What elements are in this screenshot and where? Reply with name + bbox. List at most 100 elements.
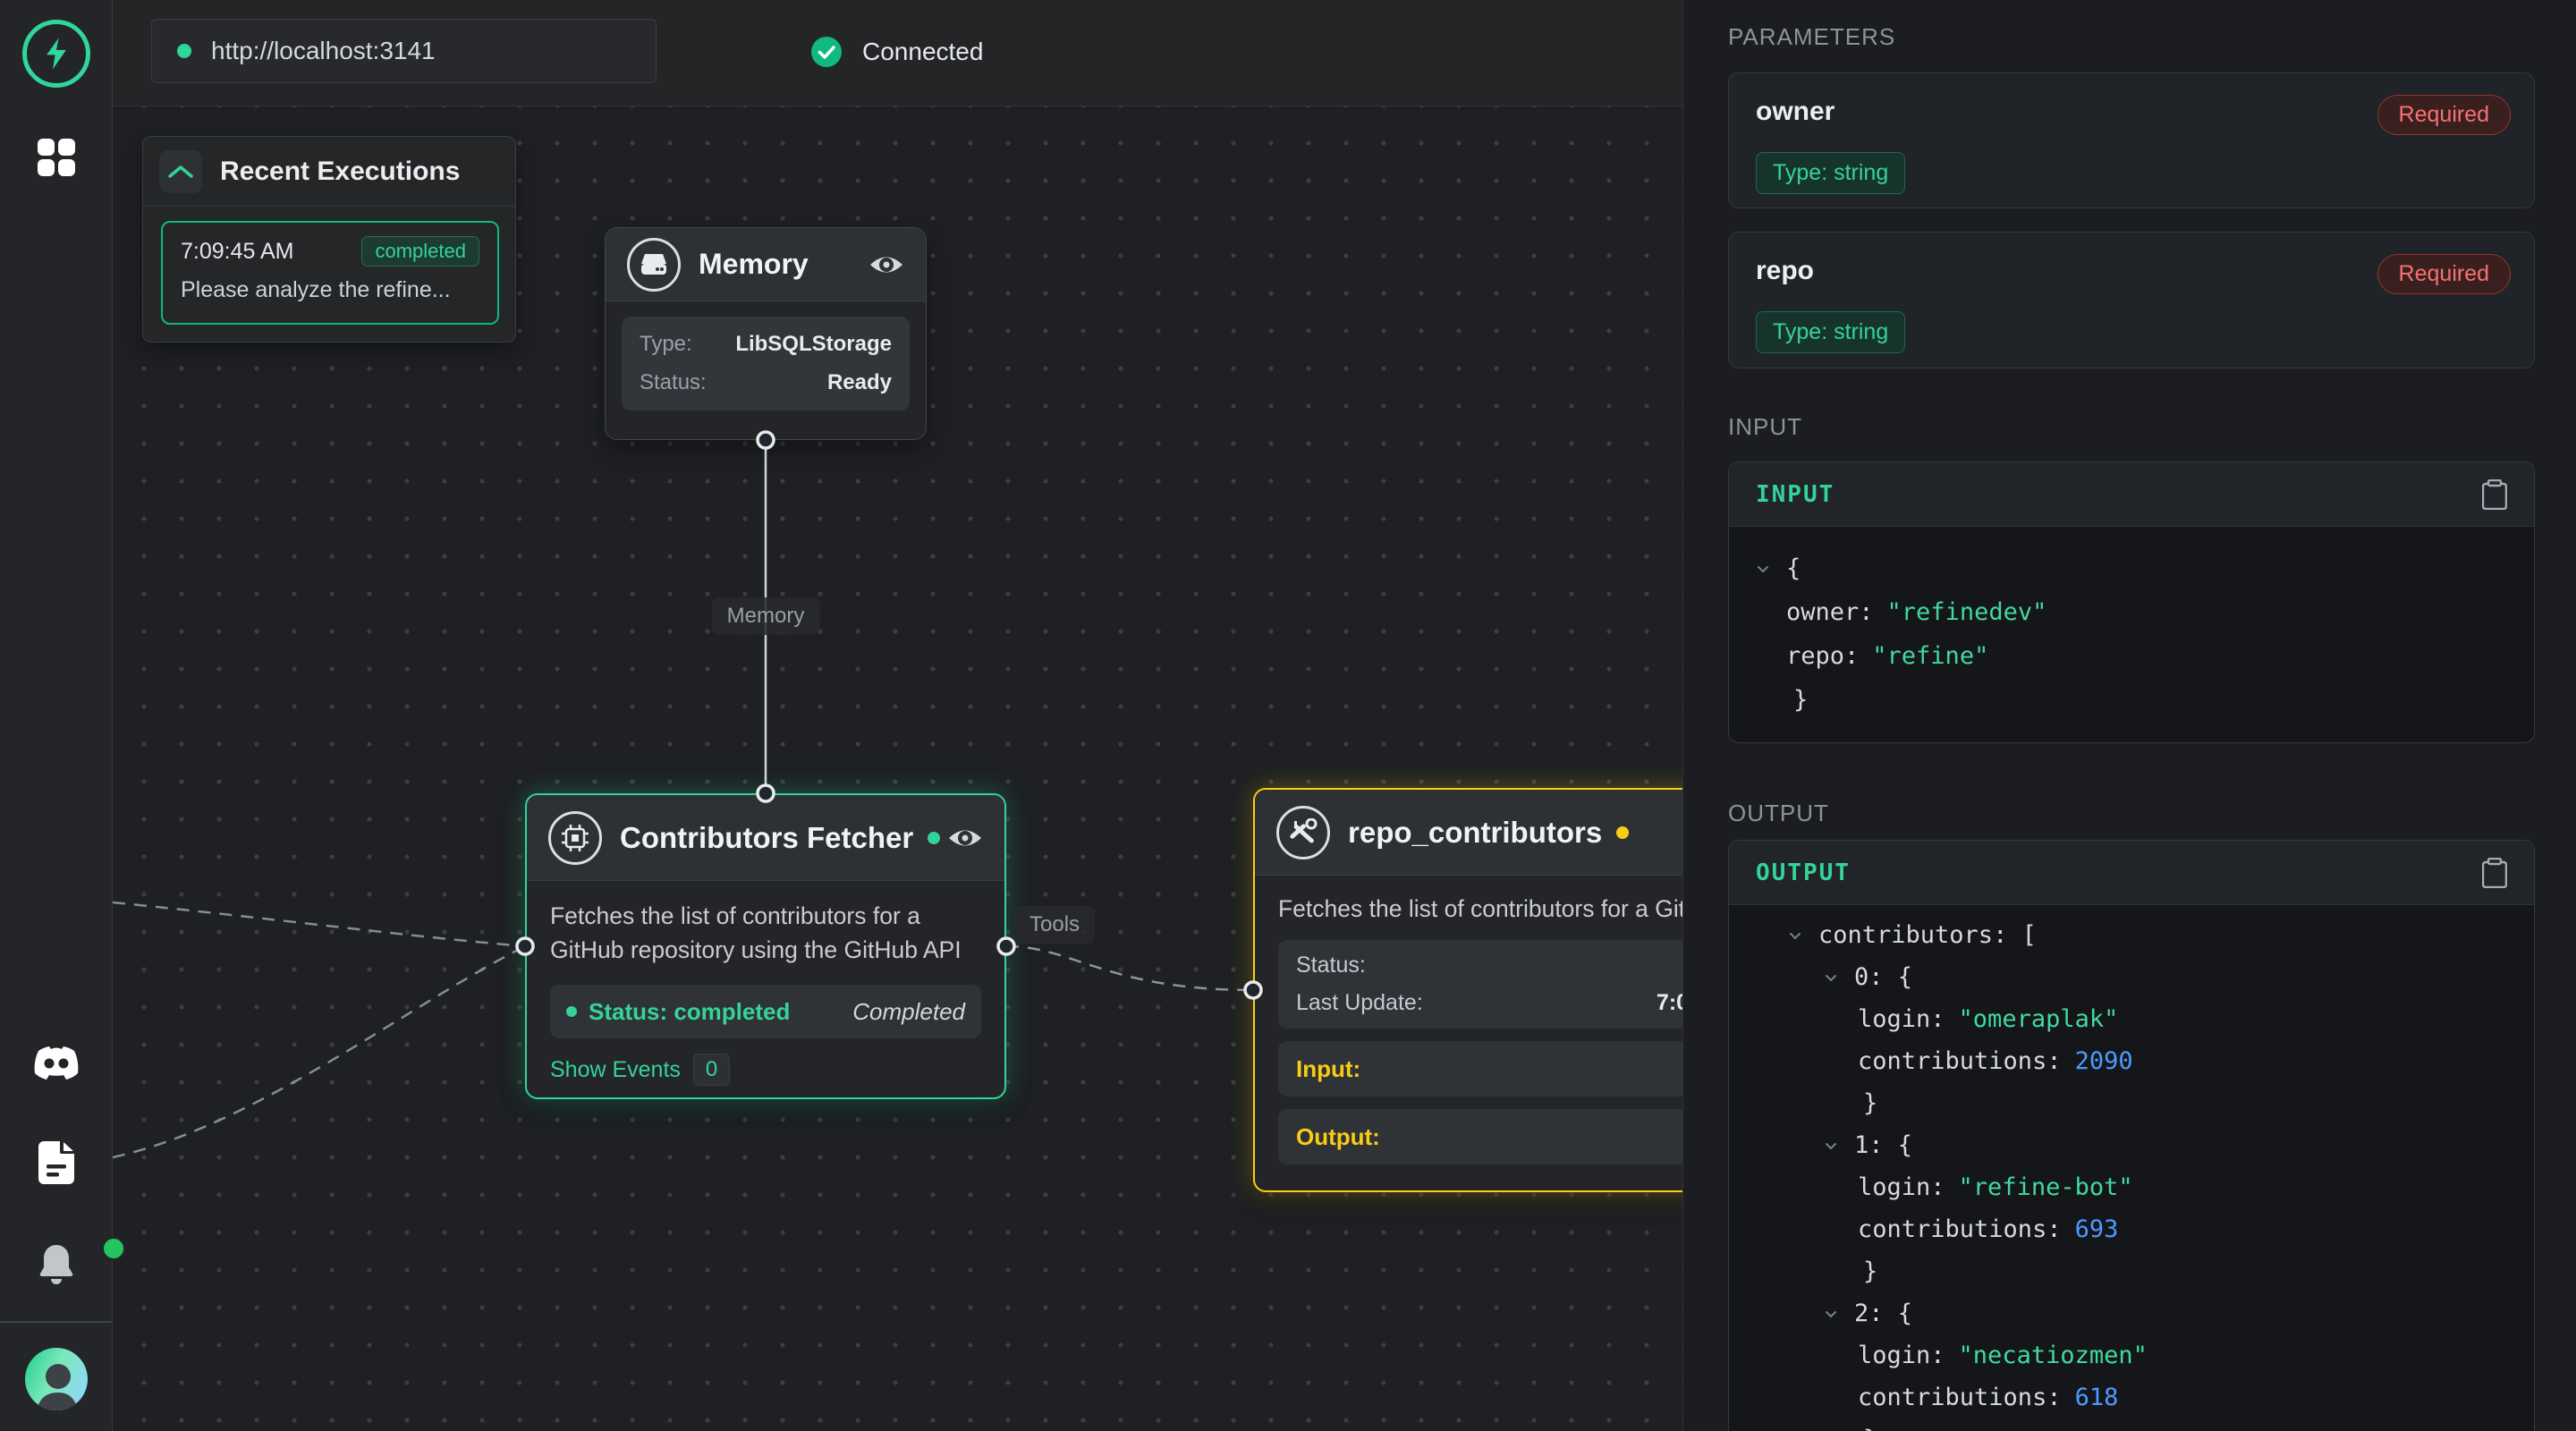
output-json-tree[interactable]: contributors: [ 0: { login: "omeraplak" … — [1729, 905, 2534, 1431]
output-heading: OUTPUT — [1728, 800, 1829, 826]
input-json-tree[interactable]: { owner: "refinedev" repo: "refine" } — [1729, 527, 2534, 722]
type-badge: Type: string — [1756, 152, 1906, 194]
eye-icon[interactable] — [947, 826, 983, 851]
show-events-link[interactable]: Show Events — [550, 1056, 681, 1082]
node-tool-header: repo_contributors — [1255, 790, 1682, 876]
chevron-up-icon — [168, 165, 193, 178]
json-value-string: "refine" — [1872, 642, 1989, 670]
json-value-number: 2090 — [2074, 1047, 2133, 1075]
execution-item[interactable]: 7:09:45 AM completed Please analyze the … — [161, 221, 499, 325]
chevron-down-icon[interactable] — [1822, 1137, 1854, 1155]
discord-icon — [34, 1046, 78, 1080]
notification-dot — [100, 1235, 126, 1261]
node-fetcher-header: Contributors Fetcher — [527, 795, 1004, 881]
input-card-title: INPUT — [1756, 480, 1835, 508]
server-url-input[interactable]: http://localhost:3141 — [151, 19, 657, 83]
tool-input-panel: Input: — [1278, 1041, 1682, 1097]
check-circle-icon — [811, 37, 842, 67]
node-title: Memory — [699, 248, 809, 280]
required-badge: Required — [2377, 254, 2511, 294]
node-repo-contributors[interactable]: repo_contributors Fetches the list of co… — [1253, 788, 1682, 1192]
node-contributors-fetcher[interactable]: Contributors Fetcher Fetches the list of… — [525, 793, 1006, 1099]
sidebar — [0, 0, 126, 1431]
node-status-dot-yellow — [1616, 826, 1630, 839]
memory-status-value: Ready — [826, 370, 892, 394]
sidebar-item-discord[interactable] — [0, 1039, 112, 1089]
node-fetcher-body: Fetches the list of contributors for a G… — [527, 881, 1004, 1104]
tool-status-panel: Status: Last Update: 7:09:45 AM — [1278, 940, 1682, 1029]
edge-label-memory: Memory — [711, 597, 820, 635]
events-count-badge: 0 — [692, 1054, 731, 1086]
json-key: contributions: — [1858, 1215, 2062, 1243]
tool-last-update-label: Last Update: — [1296, 990, 1423, 1015]
output-card-title: OUTPUT — [1756, 859, 1851, 886]
status-right-text: Completed — [852, 997, 965, 1025]
json-token: 1: { — [1854, 1131, 1913, 1159]
person-silhouette-icon — [36, 1364, 78, 1410]
status-text: Status: completed — [589, 997, 791, 1025]
topbar: http://localhost:3141 Connected — [113, 0, 1682, 106]
node-description: Fetches the list of contributors for a G… — [550, 902, 962, 963]
sidebar-item-docs[interactable] — [0, 1139, 112, 1186]
sidebar-divider — [0, 1321, 112, 1323]
chevron-down-icon[interactable] — [1754, 560, 1786, 578]
grid-icon — [37, 139, 75, 176]
sidebar-item-notifications[interactable] — [0, 1235, 126, 1290]
input-card-header: INPUT — [1729, 462, 2534, 527]
node-memory[interactable]: Memory Type: LibSQLStorage St — [605, 227, 927, 440]
json-token: } — [1863, 1426, 1877, 1431]
workflow-canvas[interactable]: Memory Tools Recent Executions 7:09:45 A… — [113, 106, 1682, 1431]
json-token: 0: { — [1854, 963, 1913, 991]
node-memory-body: Type: LibSQLStorage Status: Ready — [606, 301, 926, 426]
tools-icon — [1276, 805, 1330, 859]
app-logo[interactable] — [0, 20, 112, 88]
recent-executions-header: Recent Executions — [143, 137, 515, 207]
output-label: Output: — [1296, 1122, 1380, 1150]
connection-status: Connected — [810, 36, 983, 68]
collapse-panel-button[interactable] — [159, 149, 202, 193]
chevron-down-icon[interactable] — [1786, 927, 1818, 944]
json-token: contributors: [ — [1818, 921, 2037, 949]
json-key: login: — [1858, 1005, 1945, 1033]
input-json-card: INPUT { owner: "refinedev" — [1728, 461, 2535, 743]
document-icon — [38, 1141, 74, 1184]
connection-status-label: Connected — [862, 38, 984, 65]
chevron-down-icon[interactable] — [1822, 1305, 1854, 1323]
parameter-name: owner — [1756, 97, 1835, 126]
output-json-card: OUTPUT contributors: [ — [1728, 840, 2535, 1431]
json-token: } — [1793, 686, 1809, 714]
eye-icon[interactable] — [869, 252, 904, 277]
parameter-name: repo — [1756, 256, 1815, 285]
json-value-string: "refine-bot" — [1958, 1173, 2133, 1201]
node-memory-header: Memory — [606, 228, 926, 301]
cpu-icon — [548, 810, 602, 865]
panel-title: Recent Executions — [220, 156, 461, 186]
edge-incoming-bottom — [113, 944, 526, 1159]
bell-icon — [39, 1244, 72, 1284]
output-card-header: OUTPUT — [1729, 841, 2534, 905]
json-token: { — [1786, 555, 1801, 582]
status-dot — [566, 1006, 577, 1017]
json-key: login: — [1858, 1342, 1945, 1369]
json-value-number: 693 — [2074, 1215, 2119, 1243]
parameter-card-owner: owner Required Type: string — [1728, 72, 2535, 208]
server-url-text: http://localhost:3141 — [211, 37, 436, 64]
json-token: 2: { — [1854, 1300, 1913, 1327]
hard-drive-icon — [627, 237, 681, 292]
parameter-card-repo: repo Required Type: string — [1728, 232, 2535, 368]
json-value-string: "omeraplak" — [1958, 1005, 2119, 1033]
json-key: contributions: — [1858, 1047, 2062, 1075]
edge-tools — [1005, 944, 1254, 992]
node-title: Contributors Fetcher — [620, 820, 914, 854]
tool-output-panel: Output: — [1278, 1109, 1682, 1164]
copy-icon[interactable] — [2482, 478, 2507, 510]
node-title: repo_contributors — [1348, 815, 1603, 849]
user-avatar[interactable] — [0, 1347, 112, 1411]
sidebar-item-apps[interactable] — [0, 134, 112, 181]
json-value-string: "refinedev" — [1886, 598, 2047, 626]
fetcher-status-bar: Status: completed Completed — [550, 985, 981, 1038]
memory-type-label: Type: — [640, 332, 692, 356]
chevron-down-icon[interactable] — [1822, 969, 1854, 986]
json-value-number: 618 — [2074, 1384, 2119, 1411]
copy-icon[interactable] — [2482, 857, 2507, 888]
